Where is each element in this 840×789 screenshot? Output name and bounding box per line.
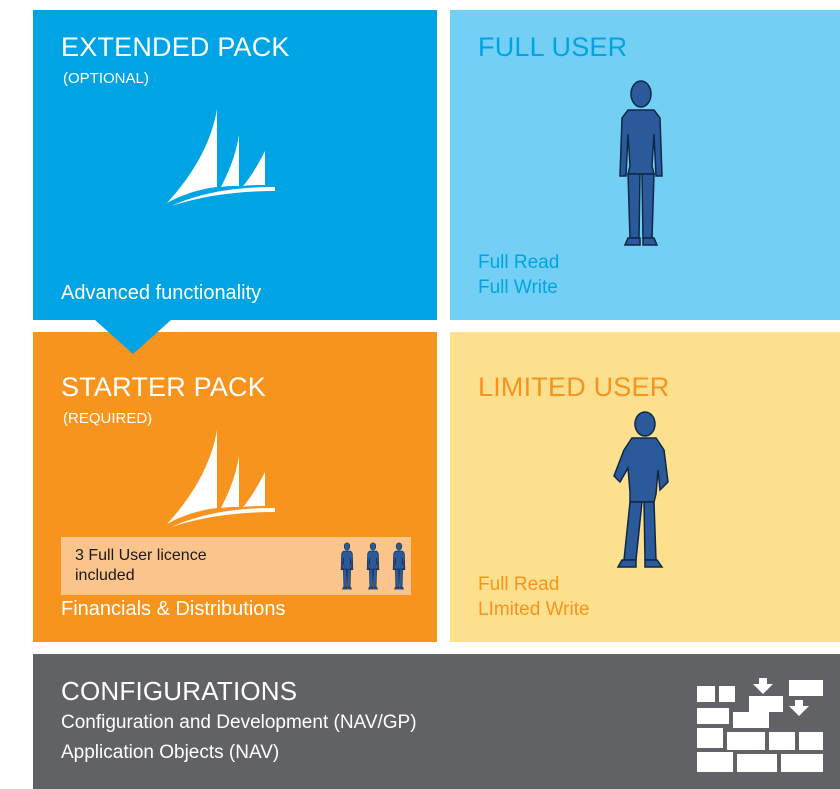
dynamics-logo-icon	[167, 430, 275, 527]
person-icon	[366, 542, 380, 590]
licence-line-1: 3 Full User licence	[75, 547, 207, 564]
person-icon	[340, 542, 354, 590]
person-icon	[619, 80, 663, 246]
full-user-title: FULL USER	[478, 32, 628, 62]
full-user-write: Full Write	[478, 277, 558, 298]
configurations-title: CONFIGURATIONS	[61, 676, 298, 706]
dynamics-logo-icon	[167, 109, 275, 206]
full-user-read: Full Read	[478, 252, 560, 273]
extended-pack-footer: Advanced functionality	[61, 282, 262, 304]
extended-pack-subtitle: (OPTIONAL)	[63, 70, 149, 87]
limited-user-read: Full Read	[478, 574, 560, 595]
extended-pack-title: EXTENDED PACK	[61, 32, 290, 62]
licence-text: 3 Full User licence included	[75, 546, 295, 586]
full-user-tile: FULL USER Full Read Full Write	[450, 10, 840, 320]
configurations-line-1: Configuration and Development (NAV/GP)	[61, 712, 417, 733]
full-user-permissions: Full Read Full Write	[478, 250, 559, 300]
limited-user-permissions: Full Read LImited Write	[478, 572, 590, 622]
person-icon	[613, 411, 669, 568]
starter-pack-footer: Financials & Distributions	[61, 598, 286, 620]
configurations-line-2: Application Objects (NAV)	[61, 742, 280, 763]
starter-pack-tile: STARTER PACK (REQUIRED) 3 Full User lice…	[33, 332, 437, 642]
starter-pack-subtitle: (REQUIRED)	[63, 410, 153, 427]
limited-user-write: LImited Write	[478, 599, 590, 620]
licence-box: 3 Full User licence included	[61, 537, 411, 595]
bricks-icon	[697, 678, 823, 772]
limited-user-title: LIMITED USER	[478, 372, 670, 402]
pointer-triangle	[95, 320, 171, 354]
limited-user-tile: LIMITED USER Full Read LImited Write	[450, 332, 840, 642]
starter-pack-title: STARTER PACK	[61, 372, 266, 402]
person-icon	[392, 542, 406, 590]
licence-line-2: included	[75, 567, 135, 584]
extended-pack-tile: EXTENDED PACK (OPTIONAL) Advanced functi…	[33, 10, 437, 320]
configurations-tile: CONFIGURATIONS Configuration and Develop…	[33, 654, 840, 789]
